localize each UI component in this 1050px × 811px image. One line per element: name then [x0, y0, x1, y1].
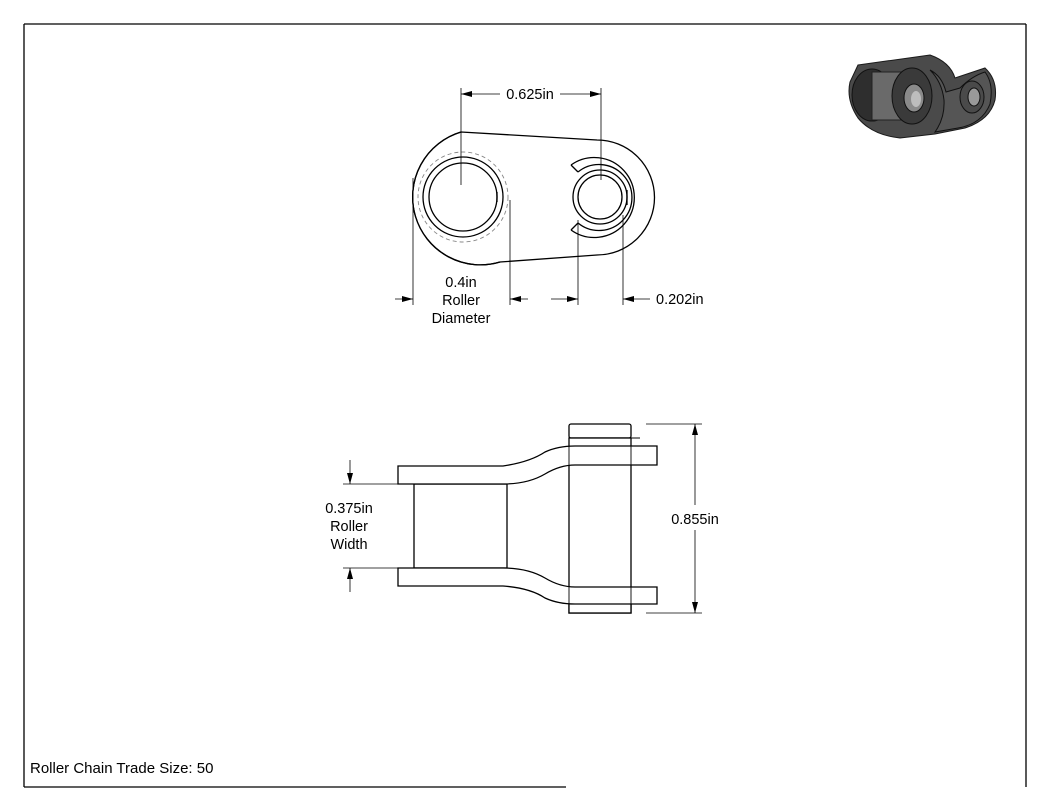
pin-top-cap	[568, 423, 632, 439]
pin-diameter-value: 0.202in	[656, 292, 704, 308]
link-plate-outline	[411, 131, 656, 266]
roller-side	[413, 483, 508, 569]
bushing-outer	[422, 156, 504, 238]
roller-width-label-line2: Width	[330, 537, 367, 553]
pin-retainer-clip	[570, 156, 635, 239]
plate-large-end	[411, 131, 501, 266]
roller-diameter-label-line2: Diameter	[432, 311, 491, 327]
roller-diameter-dimension: 0.4in Roller Diameter	[395, 275, 528, 327]
roller-hidden-outline	[417, 151, 509, 243]
offset-link-3d-render-icon	[848, 54, 996, 139]
pin-body	[577, 174, 623, 220]
roller-diameter-label-line1: Roller	[442, 293, 480, 309]
upper-side-plate	[397, 445, 658, 485]
lower-side-plate	[397, 567, 658, 605]
pitch-dimension: 0.625in	[461, 87, 601, 103]
roller-width-value: 0.375in	[325, 501, 373, 517]
title-block-text: Roller Chain Trade Size: 50	[30, 760, 214, 777]
side-view: 0.375in Roller Width 0.855in	[325, 423, 719, 614]
pitch-value: 0.625in	[506, 87, 554, 103]
pin-diameter-dimension: 0.202in	[551, 292, 704, 308]
overall-width-value: 0.855in	[671, 512, 719, 528]
sheet-border	[23, 23, 1027, 788]
top-view: 0.625in 0.4in Roller Diameter 0.202in	[395, 87, 704, 327]
roller-width-label-line1: Roller	[330, 519, 368, 535]
roller-width-dimension: 0.375in Roller Width	[325, 460, 412, 592]
roller-diameter-value: 0.4in	[445, 275, 476, 291]
overall-width-dimension: 0.855in	[646, 423, 719, 614]
